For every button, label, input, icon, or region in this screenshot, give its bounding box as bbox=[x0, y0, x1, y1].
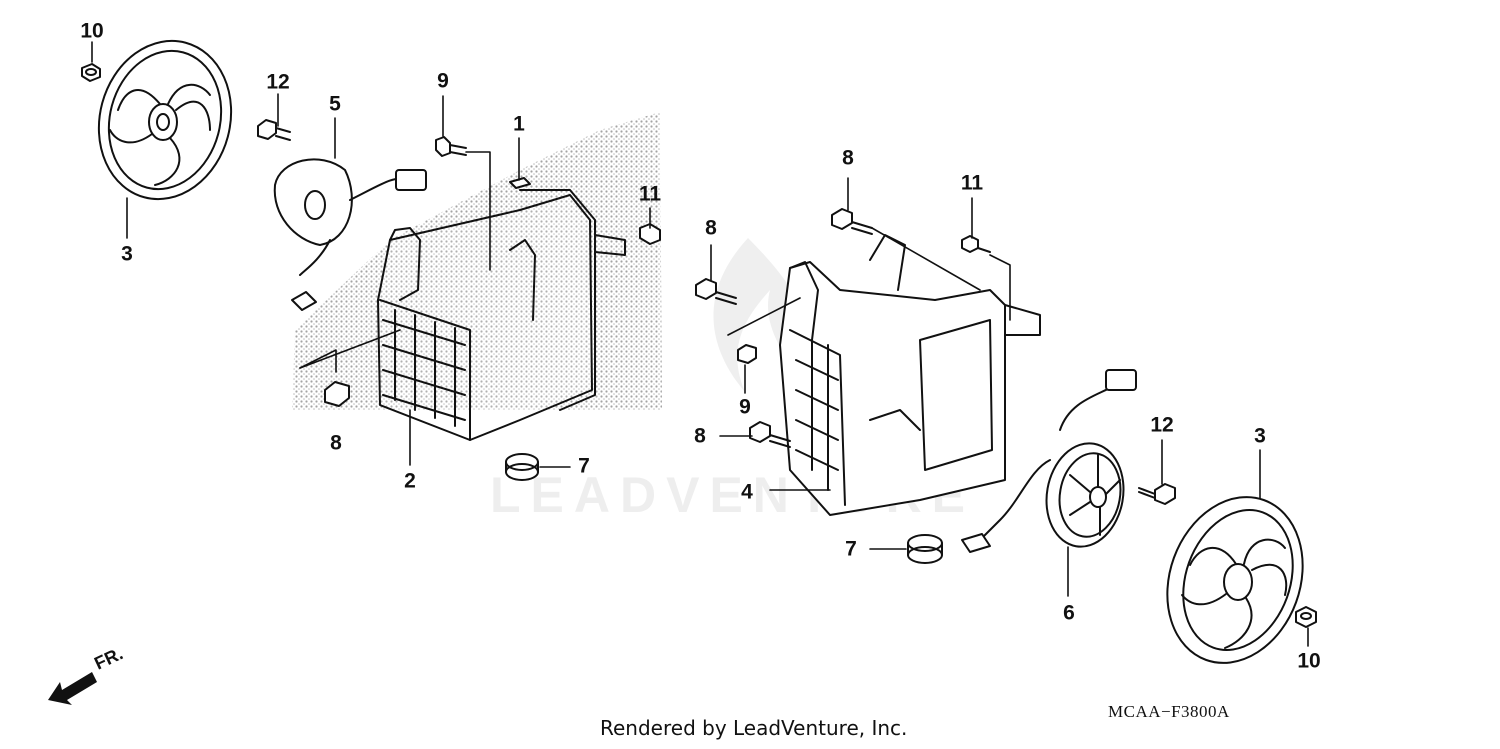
right-bolt-8-mid bbox=[695, 278, 737, 305]
callout-7-right: 7 bbox=[845, 537, 857, 561]
leader-lines bbox=[91, 41, 1309, 647]
right-bolt-11 bbox=[961, 235, 991, 253]
front-direction-arrow-icon: FR. bbox=[48, 643, 126, 705]
callout-6: 6 bbox=[1063, 601, 1075, 625]
callout-8-right-mid: 8 bbox=[705, 216, 717, 240]
callout-9-right: 9 bbox=[739, 395, 751, 419]
right-bolt-9 bbox=[737, 344, 757, 364]
rendered-by-footer: Rendered by LeadVenture, Inc. bbox=[600, 716, 908, 740]
callout-9-left: 9 bbox=[437, 69, 449, 93]
left-grommet-7 bbox=[505, 453, 539, 481]
left-cooling-fan bbox=[97, 39, 233, 201]
callout-11-right: 11 bbox=[960, 171, 984, 195]
callout-10-right: 10 bbox=[1297, 649, 1321, 673]
callout-4: 4 bbox=[741, 480, 753, 504]
left-fan-motor bbox=[273, 158, 427, 311]
callout-2: 2 bbox=[404, 469, 416, 493]
callout-11-left: 11 bbox=[638, 182, 662, 206]
callout-10-left: 10 bbox=[80, 19, 104, 43]
left-nut-10 bbox=[81, 63, 101, 82]
callout-12-right: 12 bbox=[1150, 413, 1174, 437]
direction-label: FR. bbox=[91, 643, 126, 673]
right-cooling-fan bbox=[1166, 496, 1304, 664]
callout-3-left: 3 bbox=[121, 242, 133, 266]
right-fan-shroud bbox=[779, 234, 1041, 516]
left-fan-shroud bbox=[377, 189, 626, 441]
callout-5: 5 bbox=[329, 92, 341, 116]
callout-12-left: 12 bbox=[266, 70, 290, 94]
callout-3-right: 3 bbox=[1254, 424, 1266, 448]
callout-8-right-top: 8 bbox=[842, 146, 854, 170]
right-bolt-8-low bbox=[749, 421, 791, 448]
callout-8-left: 8 bbox=[330, 431, 342, 455]
left-bolt-9 bbox=[435, 136, 467, 157]
right-fan-motor bbox=[961, 369, 1137, 553]
left-bolt-12 bbox=[257, 119, 291, 141]
right-bolt-12 bbox=[1138, 483, 1176, 505]
diagram-code: MCAA−F3800A bbox=[1108, 702, 1230, 721]
right-grommet-7 bbox=[907, 534, 943, 564]
callout-8-right-low: 8 bbox=[694, 424, 706, 448]
callout-1: 1 bbox=[513, 112, 525, 136]
callout-7-left: 7 bbox=[578, 454, 590, 478]
left-bolt-8 bbox=[324, 381, 350, 407]
right-nut-10 bbox=[1295, 606, 1317, 628]
right-bolt-8-top bbox=[831, 208, 873, 235]
